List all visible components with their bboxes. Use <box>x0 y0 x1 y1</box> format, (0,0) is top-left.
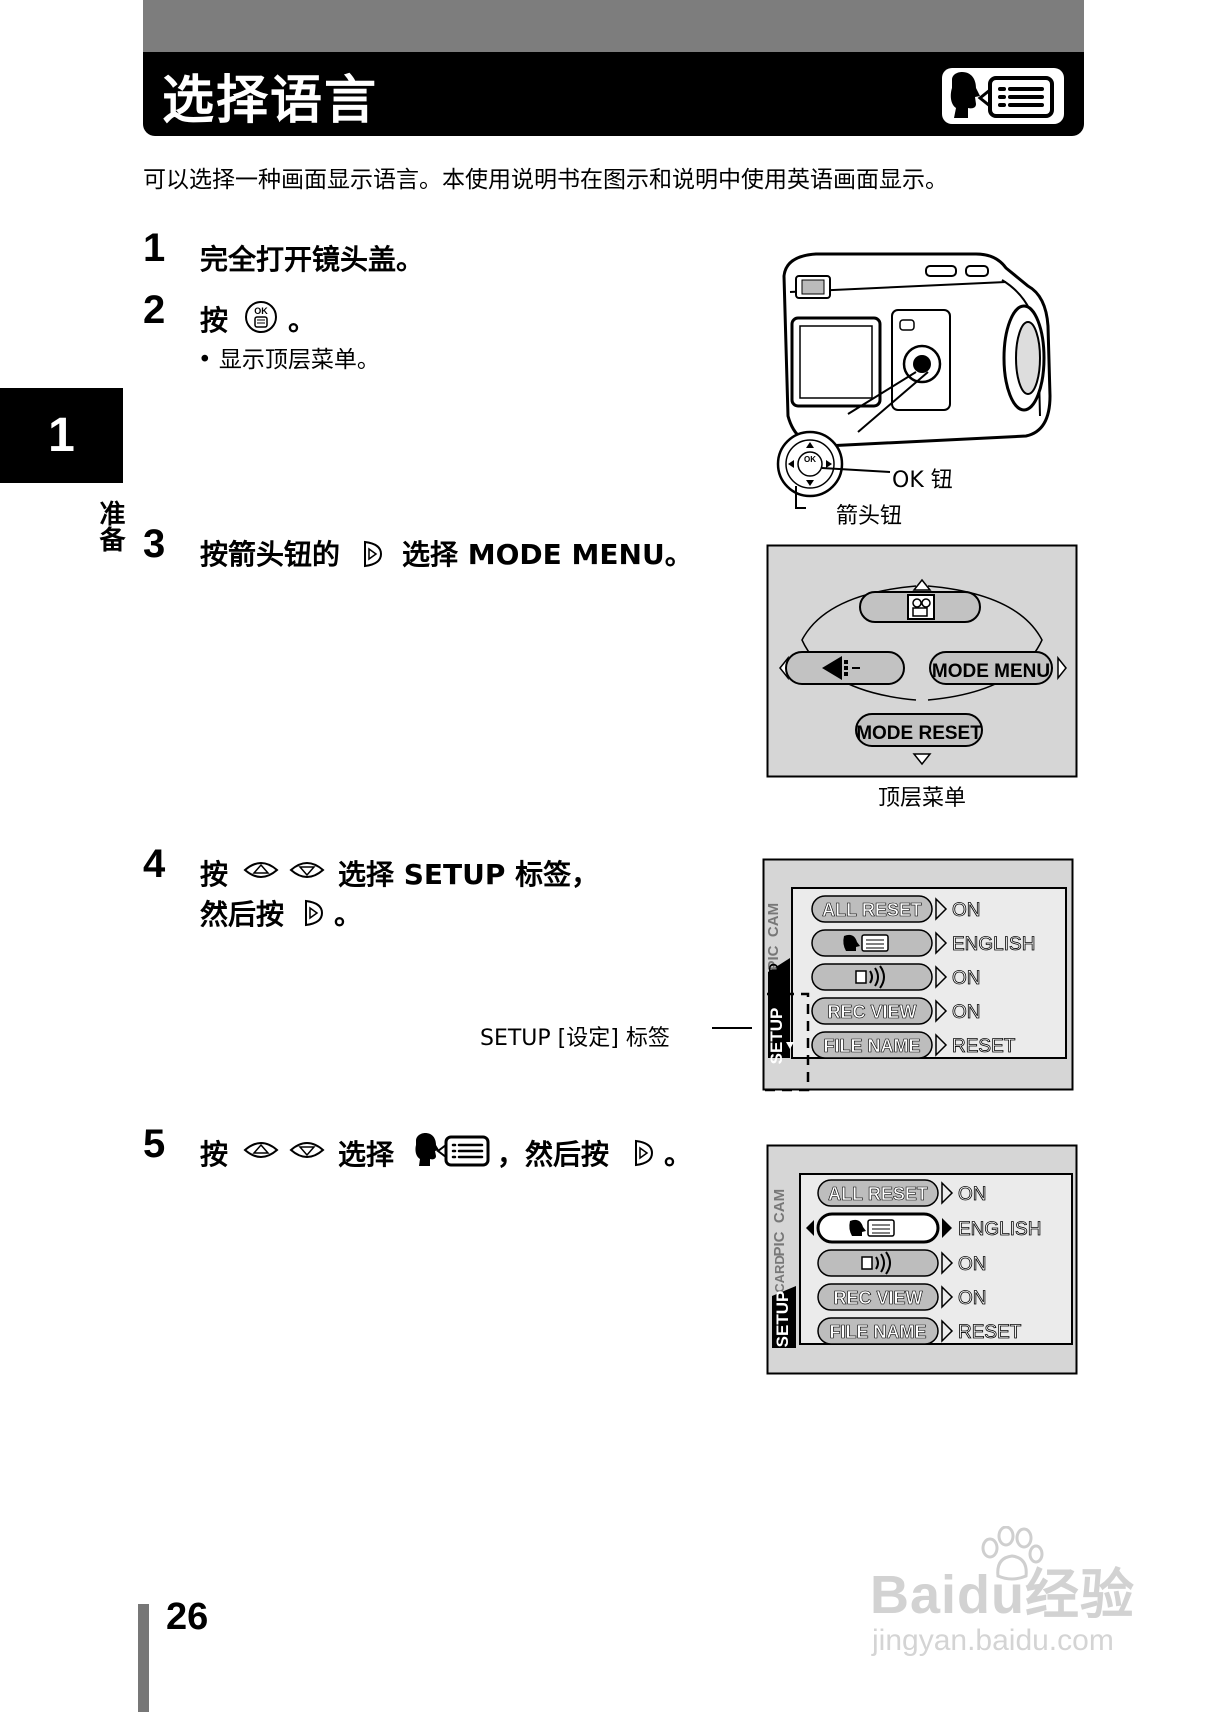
svg-text:OK: OK <box>804 455 816 464</box>
title-bar <box>143 52 1084 136</box>
step-4-number: 4 <box>143 842 166 886</box>
menu-row-language-selected: ENGLISH <box>806 1212 1042 1244</box>
svg-text:ENGLISH: ENGLISH <box>958 1219 1041 1240</box>
right-arrow-button-icon <box>635 1139 654 1167</box>
quality-icon <box>822 656 860 680</box>
tab-card: CARD <box>766 963 781 1001</box>
svg-text:ON: ON <box>952 1002 981 1023</box>
up-arrow-button-icon <box>243 862 279 878</box>
step-4-text-after: 。 <box>334 898 363 931</box>
menu-row-language: ENGLISH <box>811 929 1036 957</box>
menu-row-file-name: FILE NAME RESET <box>811 1031 1016 1059</box>
paw-icon <box>981 1526 1044 1581</box>
ok-menu-button-icon: OK <box>245 301 277 333</box>
watermark-brand: Baidu经验 <box>870 1565 1136 1625</box>
ok-button-label: OK 钮 <box>892 468 953 493</box>
page-title: 选择语言 <box>162 71 379 131</box>
header-top-band <box>143 0 1084 52</box>
setup-menu-screen-1: CAM PIC CARD SETUP ALL RESET ON ENGLISH … <box>762 858 1074 1092</box>
menu-row-sound: ON <box>811 963 981 991</box>
language-icon <box>950 72 1054 118</box>
tab-setup: SETUP <box>767 1008 786 1065</box>
up-arrow-button-icon <box>243 1142 279 1158</box>
intro-text: 可以选择一种画面显示语言。本使用说明书在图示和说明中使用英语画面显示。 <box>143 167 948 193</box>
chapter-label: 准备 <box>95 500 125 552</box>
right-arrow-button-icon <box>305 899 324 927</box>
menu-row-all-reset: ALL RESET ON <box>811 895 981 923</box>
svg-text:ON: ON <box>958 1288 987 1309</box>
page-number: 26 <box>166 1596 209 1638</box>
top-menu-screen: MODE MENU MODE RESET <box>766 544 1078 778</box>
step-2-subtext: • 显示顶层菜单。 <box>198 347 380 373</box>
step-3-text-before: 按箭头钮的 <box>200 538 341 571</box>
step-4-text-mid: 选择 SETUP 标签， <box>338 858 600 891</box>
step-5-text-end: 。 <box>664 1138 693 1171</box>
tab-setup: SETUP <box>773 1291 792 1348</box>
menu-row-rec-view: REC VIEW ON <box>817 1283 987 1311</box>
right-arrow-button-icon <box>364 540 383 568</box>
svg-text:FILE NAME: FILE NAME <box>830 1322 927 1342</box>
step-4-text-before: 按 <box>200 858 229 891</box>
arrow-pad-label: 箭头钮 <box>836 504 903 529</box>
mode-menu-label: MODE MENU <box>932 661 1050 682</box>
down-arrow-button-icon <box>289 862 325 878</box>
watermark-url: jingyan.baidu.com <box>872 1624 1114 1657</box>
down-arrow-button-icon <box>289 1142 325 1158</box>
tab-cam: CAM <box>771 1189 788 1223</box>
step-5-text-mid: 选择 <box>338 1138 395 1171</box>
callout-leader-line <box>712 1027 752 1029</box>
setup-menu-screen-2: CAM PIC CARD SETUP ALL RESET ON ENGLISH … <box>766 1144 1078 1375</box>
page-number-bar <box>138 1604 149 1712</box>
svg-text:ENGLISH: ENGLISH <box>952 934 1035 955</box>
svg-text:ON: ON <box>952 900 981 921</box>
tab-pic: PIC <box>765 945 782 970</box>
language-icon <box>843 934 889 952</box>
svg-text:REC VIEW: REC VIEW <box>833 1288 922 1308</box>
step-5-number: 5 <box>143 1122 166 1166</box>
step-2-text-after: 。 <box>288 304 317 337</box>
setup-tab-callout: SETUP [设定] 标签 <box>480 1026 670 1051</box>
mode-reset-label: MODE RESET <box>856 723 982 744</box>
step-2-text-before: 按 <box>200 304 229 337</box>
svg-text:ON: ON <box>952 968 981 989</box>
step-3-number: 3 <box>143 522 166 566</box>
svg-text:RESET: RESET <box>952 1036 1016 1057</box>
menu-row-sound: ON <box>817 1249 987 1277</box>
menu-row-file-name: FILE NAME RESET <box>817 1317 1022 1345</box>
chapter-number-tab: 1 <box>0 388 123 483</box>
sound-icon <box>861 1251 891 1275</box>
tab-card: CARD <box>772 1255 787 1293</box>
step-2-number: 2 <box>143 288 166 332</box>
tab-cam: CAM <box>765 903 782 937</box>
svg-text:ALL RESET: ALL RESET <box>828 1184 928 1204</box>
camera-illustration: OK <box>776 252 1052 509</box>
step-3-text-after: 选择 MODE MENU。 <box>402 538 693 571</box>
svg-text:ON: ON <box>958 1184 987 1205</box>
movie-icon <box>907 594 935 620</box>
svg-text:ALL RESET: ALL RESET <box>822 900 922 920</box>
step-5-text-after: ，然后按 <box>497 1138 610 1171</box>
svg-text:RESET: RESET <box>958 1322 1022 1343</box>
sound-icon <box>855 965 885 989</box>
title-language-badge <box>942 68 1064 124</box>
tab-pic: PIC <box>771 1231 788 1256</box>
step-1-text: 完全打开镜头盖。 <box>200 243 425 276</box>
svg-text:OK: OK <box>254 306 268 316</box>
step-1-number: 1 <box>143 226 166 270</box>
top-menu-caption: 顶层菜单 <box>878 786 967 811</box>
menu-row-all-reset: ALL RESET ON <box>817 1179 987 1207</box>
step-5-text-before: 按 <box>200 1138 229 1171</box>
svg-text:FILE NAME: FILE NAME <box>824 1036 921 1056</box>
menu-row-rec-view: REC VIEW ON <box>811 997 981 1025</box>
svg-text:REC VIEW: REC VIEW <box>827 1002 916 1022</box>
language-icon <box>849 1219 895 1237</box>
svg-text:ON: ON <box>958 1254 987 1275</box>
step-4-line2-before: 然后按 <box>200 898 285 931</box>
language-icon <box>415 1133 490 1167</box>
